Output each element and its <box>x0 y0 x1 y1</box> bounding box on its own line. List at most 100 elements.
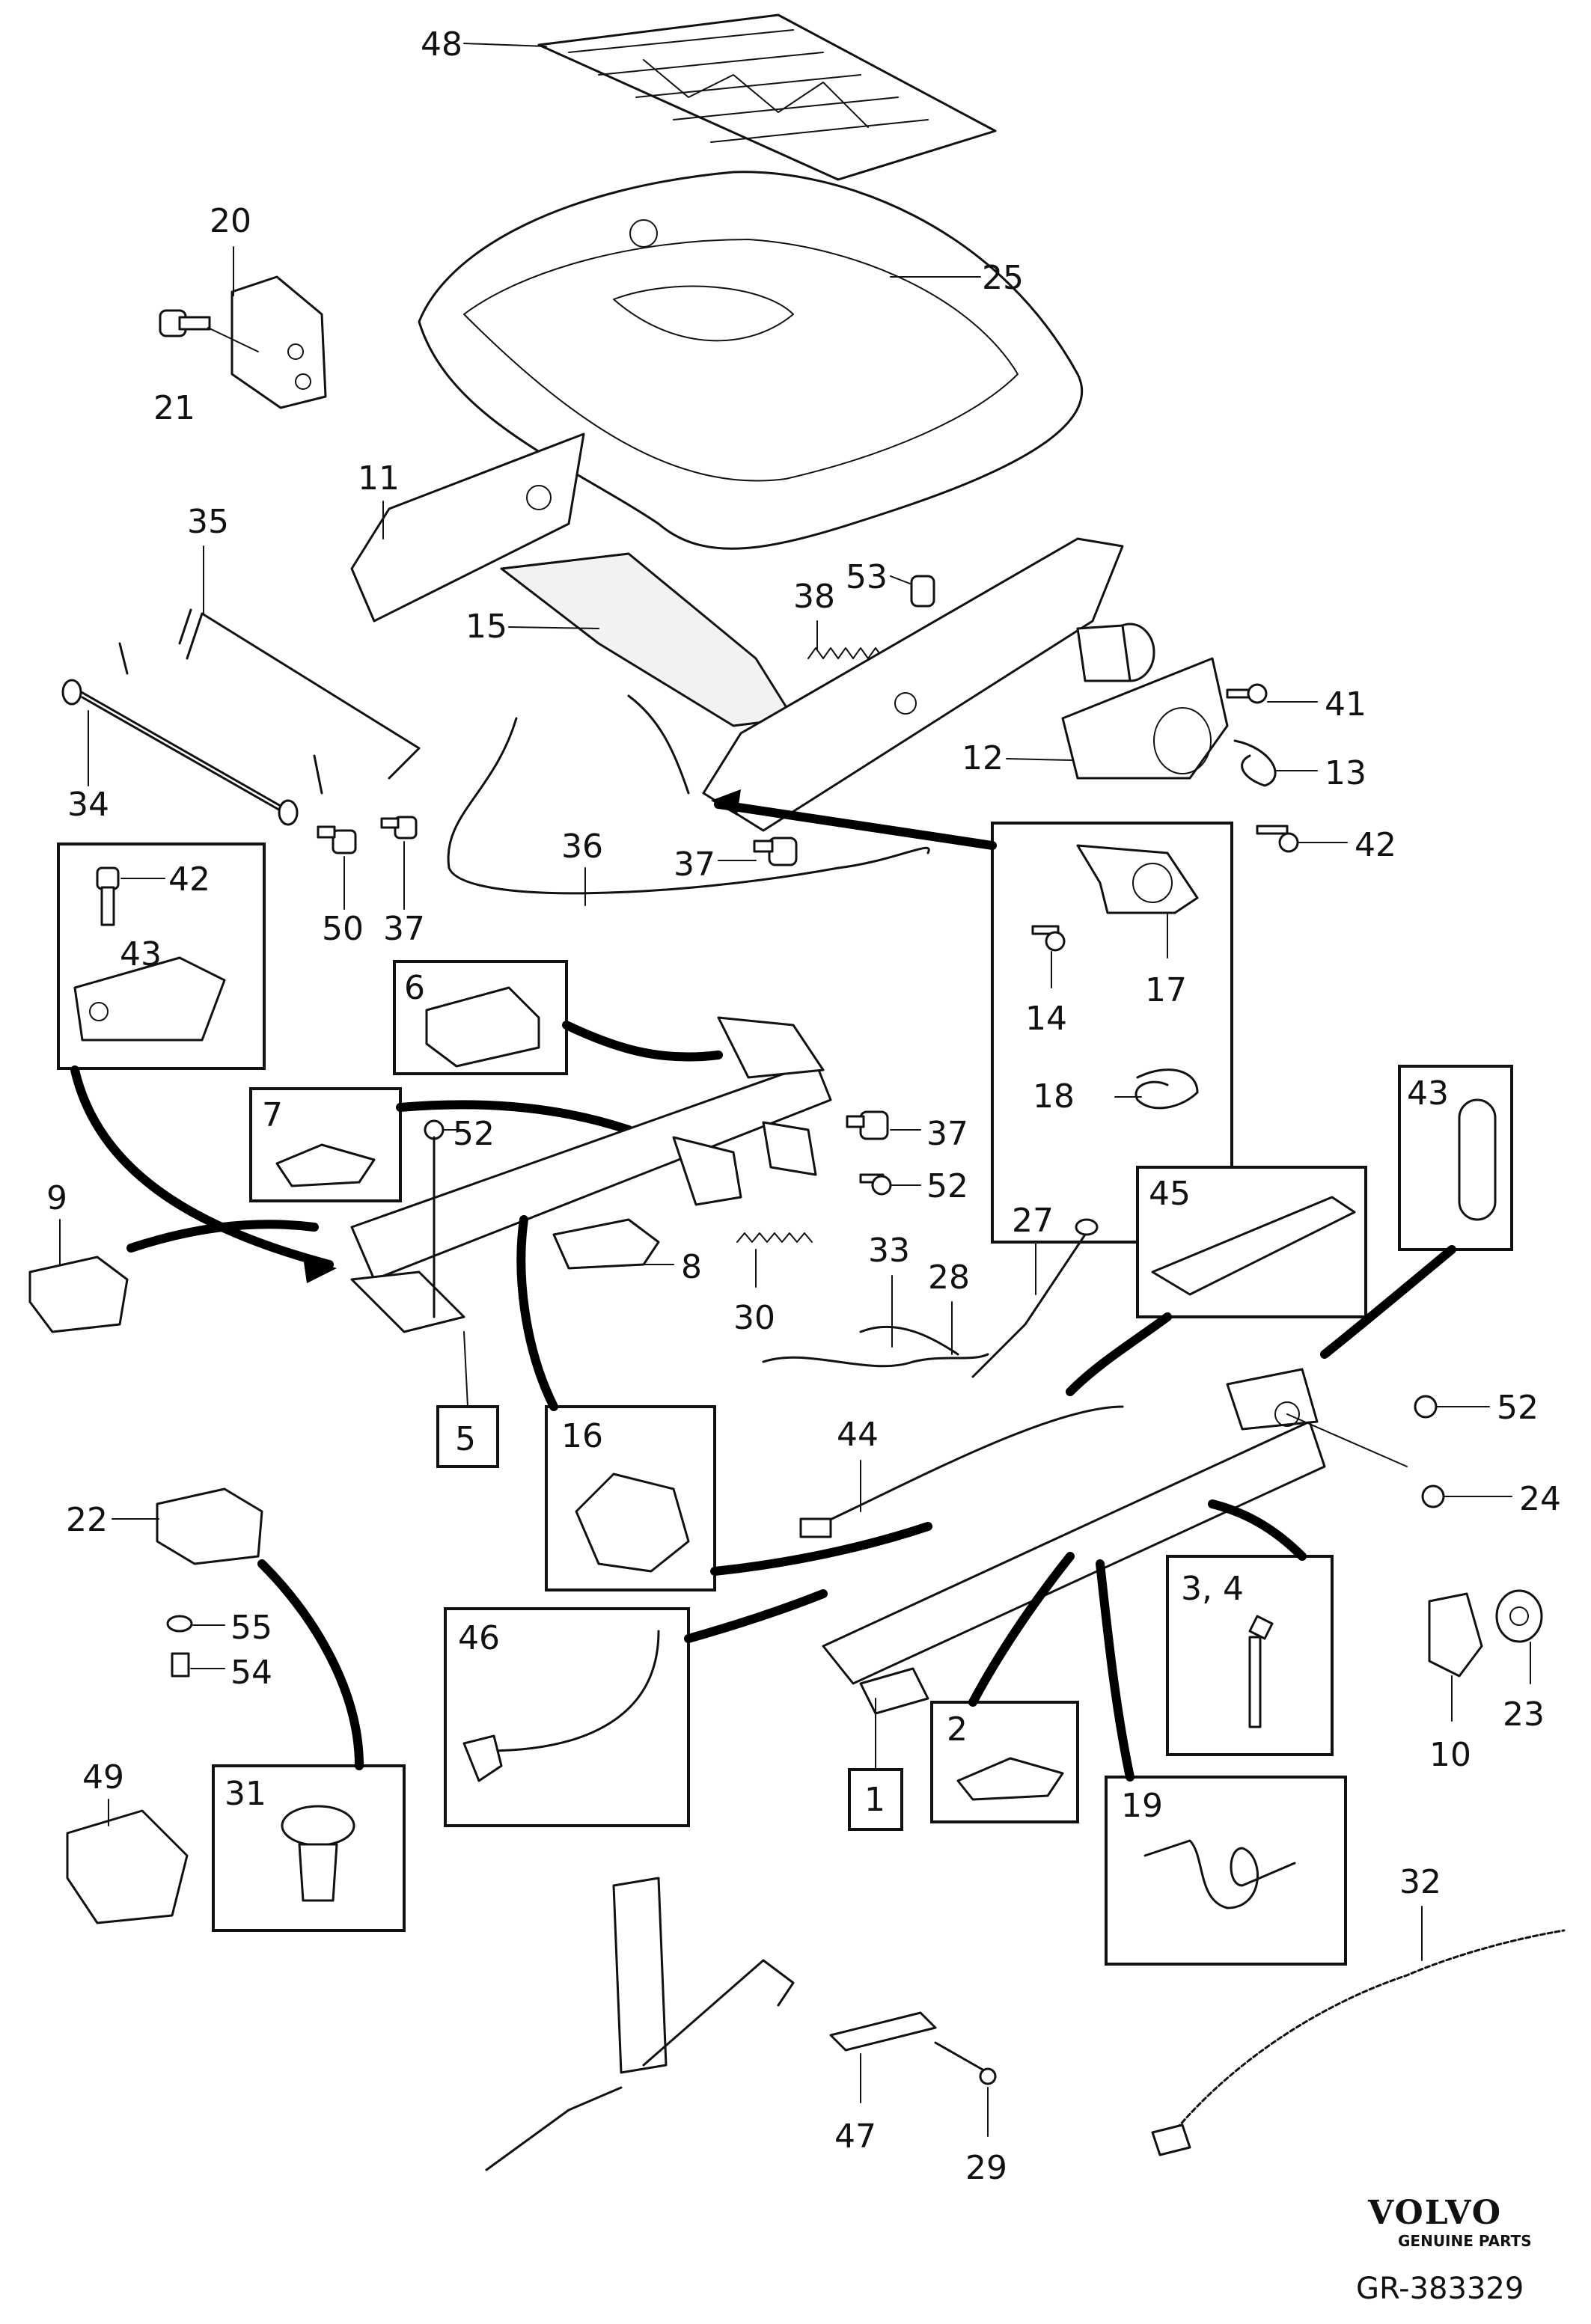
callout-3-4: 3, 4 <box>1181 1570 1244 1608</box>
screw-21 <box>159 309 211 337</box>
callout-13: 13 <box>1325 754 1366 792</box>
ref-box-5 <box>436 1405 499 1468</box>
latch-10 <box>1428 1592 1483 1678</box>
pointer-box-6 <box>562 1021 723 1062</box>
callout-55: 55 <box>230 1609 272 1647</box>
leader-15 <box>508 626 599 629</box>
callout-34: 34 <box>67 786 109 824</box>
spring-30 <box>736 1232 813 1243</box>
callout-21: 21 <box>153 389 195 427</box>
screw-14 <box>1031 925 1066 952</box>
pin-29 <box>934 2041 997 2085</box>
strap-46 <box>462 1630 660 1782</box>
screw-42-top <box>1256 825 1299 853</box>
latch-9 <box>28 1256 129 1333</box>
callout-2: 2 <box>947 1710 968 1749</box>
pointer-box-7 <box>396 1100 633 1134</box>
side-member-right <box>702 537 1155 832</box>
volvo-logo: VOLVO <box>1367 2194 1502 2232</box>
arrowhead-box-43 <box>303 1257 337 1283</box>
screw-52-left <box>424 1119 445 1318</box>
callout-11: 11 <box>358 459 400 498</box>
callout-30: 30 <box>733 1299 775 1337</box>
callout-32: 32 <box>1399 1863 1441 1901</box>
carabiner-43 <box>1458 1098 1497 1221</box>
callout-54: 54 <box>230 1654 272 1692</box>
clip-31 <box>281 1805 355 1902</box>
cover-12 <box>1061 657 1229 780</box>
seat-belt-lower <box>485 1877 795 2171</box>
bracket-47 <box>829 2011 937 2052</box>
callout-52-right: 52 <box>1497 1389 1539 1427</box>
screw-52-right <box>1414 1395 1438 1419</box>
seat-cushion-frame-25 <box>418 171 1084 550</box>
rod-to-24 <box>1286 1413 1408 1467</box>
callout-47: 47 <box>834 2117 876 2156</box>
cover-17 <box>1076 844 1199 914</box>
genuine-parts-label: GENUINE PARTS <box>1398 2232 1532 2250</box>
callout-6: 6 <box>404 969 425 1007</box>
screw-52-rail <box>859 1173 892 1196</box>
callout-31: 31 <box>225 1775 266 1813</box>
callout-22: 22 <box>66 1501 108 1539</box>
ref-box-1 <box>848 1768 903 1831</box>
callout-41: 41 <box>1325 685 1366 724</box>
screw-37-left <box>380 816 418 840</box>
callout-52-rail: 52 <box>926 1167 968 1205</box>
rail-upper-left <box>350 1016 832 1333</box>
callout-15: 15 <box>465 608 507 646</box>
cable-32 <box>1151 1929 1566 2156</box>
pointer-box-2 <box>968 1552 1075 1707</box>
reference-number: GR-383329 <box>1356 2272 1524 2306</box>
detail-box-46 <box>444 1607 690 1827</box>
callout-46: 46 <box>458 1619 500 1657</box>
callout-42-top: 42 <box>1355 826 1396 864</box>
callout-18: 18 <box>1033 1077 1075 1116</box>
pointer-box-31 <box>257 1559 364 1770</box>
callout-29: 29 <box>965 2149 1007 2187</box>
detail-box-19 <box>1105 1776 1347 1966</box>
callout-33: 33 <box>868 1232 910 1270</box>
leader-48 <box>463 43 547 47</box>
callout-44: 44 <box>837 1416 879 1454</box>
clip-2 <box>956 1757 1064 1801</box>
clip-8 <box>552 1218 660 1270</box>
cable-27 <box>971 1218 1099 1378</box>
callout-38: 38 <box>793 578 835 616</box>
side-member-11 <box>350 432 585 623</box>
pointer-box-43 <box>70 1065 334 1269</box>
leader-53 <box>890 575 911 584</box>
callout-9: 9 <box>46 1179 67 1217</box>
screw-37-rail <box>846 1110 889 1140</box>
callout-53: 53 <box>846 558 888 596</box>
callout-49: 49 <box>82 1758 124 1796</box>
pointer-box-19 <box>1096 1559 1135 1782</box>
clip-18 <box>1135 1068 1199 1110</box>
callout-25: 25 <box>982 259 1024 297</box>
bracket-43 <box>73 956 226 1042</box>
callout-35: 35 <box>187 503 229 541</box>
rivet-3-4 <box>1248 1615 1274 1728</box>
callout-36: 36 <box>561 828 603 866</box>
callout-43: 43 <box>1407 1074 1449 1113</box>
clip-13 <box>1233 739 1277 787</box>
guide-16 <box>575 1473 690 1573</box>
callout-5: 5 <box>455 1420 476 1458</box>
screw-50 <box>317 825 357 854</box>
rail-part-45 <box>1151 1196 1356 1296</box>
pointer-9 <box>126 1220 319 1253</box>
spring-38 <box>807 647 884 659</box>
callout-24: 24 <box>1519 1480 1561 1518</box>
detail-box-43 <box>1398 1065 1513 1251</box>
callout-19: 19 <box>1121 1787 1163 1825</box>
frame-15 <box>500 552 795 727</box>
module-22 <box>156 1487 263 1565</box>
clip-7 <box>275 1143 376 1187</box>
leader-12 <box>1006 758 1072 761</box>
callout-10: 10 <box>1429 1736 1471 1774</box>
callout-48: 48 <box>421 25 462 64</box>
sleeve-6 <box>425 986 540 1068</box>
callout-27: 27 <box>1012 1202 1054 1240</box>
pointer-box-43b <box>1320 1245 1456 1359</box>
